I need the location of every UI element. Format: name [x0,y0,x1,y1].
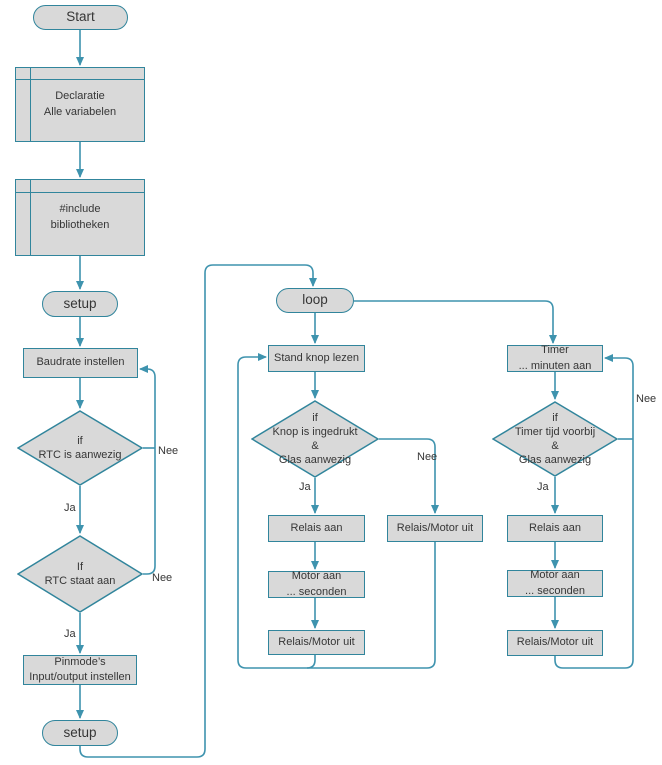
decision-timer-tijd-voorbij: if Timer tijd voorbij & Glas aanwezig [492,401,618,477]
diamond-shape [17,410,143,486]
node-label: Relais/Motor uit [516,636,594,649]
node-label: Relais aan [529,521,581,534]
process-motor-aan-1: Motor aan ... seconden [268,570,365,598]
edge-nee-knopcheck-uitnee [379,438,439,514]
node-label: loop [302,292,328,308]
process-relais-motor-uit-nee: Relais/Motor uit [387,515,483,542]
node-label: #include [59,203,101,216]
edge-label-ja: Ja [299,481,311,493]
node-label: Relais/Motor uit [396,521,474,534]
terminator-loop: loop [276,288,354,313]
node-label: Input/output instellen [29,671,131,683]
decision-label: if Timer tijd voorbij & Glas aanwezig [514,412,596,466]
process-declaratie: Declaratie Alle variabelen [15,67,145,142]
decision-rtc-aanwezig: if RTC is aanwezig [17,410,143,486]
diamond-shape [17,535,143,613]
edge-label-nee: Nee [636,393,657,405]
node-label: Relais/Motor uit [278,635,355,648]
node-label: Alle variabelen [43,105,117,118]
node-label: Stand knop lezen [273,351,359,364]
edge-label-ja: Ja [64,502,76,514]
process-stand-knop-lezen: Stand knop lezen [268,345,365,372]
terminator-setup-top: setup [42,291,118,317]
side-divider [30,180,31,255]
header-divider [16,192,144,193]
process-pinmode: Pinmode’s Input/output instellen [23,655,137,685]
node-label: Pinmode’s [54,655,106,668]
decision-label: if Knop is ingedrukt & Glas aanwezig [272,412,358,466]
node-label: Declaratie [55,90,105,103]
edge-setupbottom-loop [79,264,317,758]
process-timer: Timer ... minuten aan [507,344,603,372]
node-label: setup [63,724,97,740]
terminator-setup-bottom: setup [42,720,118,746]
decision-label: If RTC staat aan [44,561,116,587]
node-label: ... seconden [525,584,585,597]
decision-label: if RTC is aanwezig [38,435,122,461]
node-label: Motor aan [291,570,342,583]
process-relais-motor-uit-1: Relais/Motor uit [268,630,365,655]
edge-loopback-standknop [237,353,436,669]
edge-label-nee: Nee [158,445,179,457]
node-label: Motor aan [530,569,580,582]
node-label: setup [63,295,97,311]
edge-loopback-timer [554,354,634,669]
process-motor-aan-2: Motor aan ... seconden [507,569,603,597]
edge-loop-timer [354,300,557,344]
process-relais-aan-2: Relais aan [507,515,603,542]
edge-label-ja: Ja [64,628,76,640]
node-label: Timer [541,344,569,357]
node-label: Baudrate instellen [36,356,125,369]
node-label: Start [66,9,95,25]
decision-knop-ingedrukt: if Knop is ingedrukt & Glas aanwezig [251,400,379,478]
edge-label-nee: Nee [152,572,173,584]
process-baudrate: Baudrate instellen [23,348,138,378]
terminator-start: Start [33,5,128,30]
node-label: ... seconden [286,585,347,598]
node-label: Relais aan [290,521,343,534]
process-include: #include bibliotheken [15,179,145,256]
process-relais-aan-1: Relais aan [268,515,365,542]
edge-label-ja: Ja [537,481,549,493]
header-divider [16,79,144,80]
node-label: ... minuten aan [518,359,592,372]
diamond-shape [251,400,379,478]
process-relais-motor-uit-2: Relais/Motor uit [507,630,603,656]
diamond-shape [492,401,618,477]
edge-nee-rtcaan-baudrate [139,365,156,575]
decision-rtc-staat-aan: If RTC staat aan [17,535,143,613]
node-label: bibliotheken [50,218,110,231]
edge-label-nee: Nee [417,451,438,463]
edge-uit1-loopback-join [306,655,316,669]
side-divider [30,68,31,141]
